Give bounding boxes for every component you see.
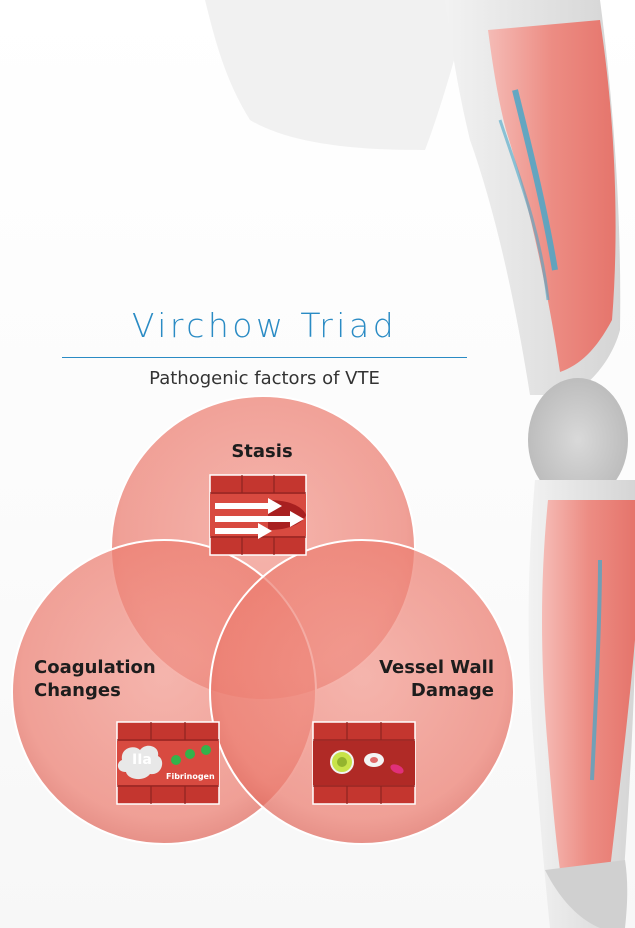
thrombin-iia-label: IIa (132, 752, 152, 768)
stasis-label: Stasis (202, 440, 322, 463)
fibrinogen-label: Fibrinogen (166, 772, 215, 781)
stasis-tile-icon (210, 475, 306, 555)
vessel-label-line1: Vessel Wall (340, 656, 494, 679)
coagulation-label-line2: Changes (34, 679, 156, 702)
vessel-wall-damage-label: Vessel Wall Damage (340, 656, 494, 702)
coagulation-changes-label: Coagulation Changes (34, 656, 156, 702)
coagulation-label-line1: Coagulation (34, 656, 156, 679)
vessel-wall-tile-icon (313, 722, 415, 804)
vessel-label-line2: Damage (340, 679, 494, 702)
